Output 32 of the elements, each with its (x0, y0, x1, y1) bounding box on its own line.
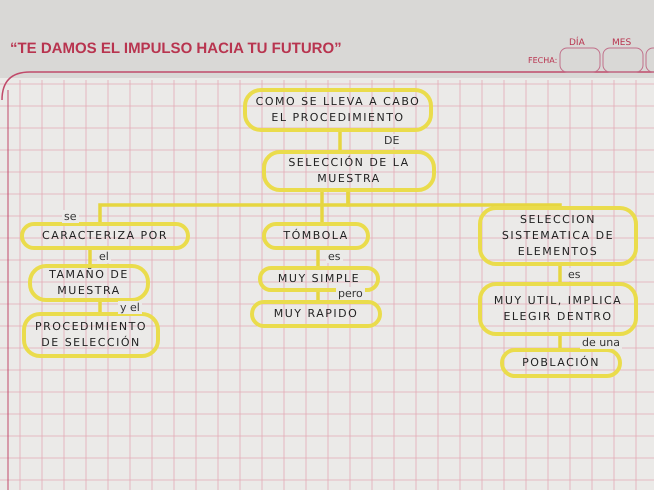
edge-label: pero (336, 287, 365, 300)
month-label: MES (612, 38, 632, 48)
concept-text: CARACTERIZA POR (42, 228, 168, 244)
connector-line (338, 132, 342, 150)
concept-text: POBLACIÓN (522, 355, 600, 371)
concept-text: SELECCIÓN DE LA MUESTRA (287, 155, 411, 187)
concept-text: TAMAÑO DE MUESTRA (48, 267, 130, 299)
concept-text: PROCEDIMIENTO DE SELECCIÓN (34, 319, 148, 351)
concept-text: MUY RAPIDO (274, 306, 358, 322)
edge-label: es (566, 268, 582, 282)
date-label: FECHA: (528, 56, 558, 65)
connector-line (98, 302, 102, 312)
connector-line (316, 250, 320, 266)
connector-line (316, 292, 320, 300)
edge-label: y el (118, 301, 142, 314)
concept-text: MUY UTIL, IMPLICA ELEGIR DENTRO (492, 293, 624, 325)
connector-line (558, 266, 562, 282)
edge-label: es (326, 250, 342, 264)
concept-text: COMO SE LLEVA A CABO EL PROCEDIMIENTO (254, 94, 422, 126)
connector-line (88, 250, 92, 264)
edge-label: de una (580, 336, 622, 350)
concept-text: SELECCION SISTEMATICA DE ELEMENTOS (500, 212, 616, 260)
edge-label: DE (382, 134, 402, 148)
slogan-heading: “TE DAMOS EL IMPULSO HACIA TU FUTURO” (10, 40, 342, 57)
concept-text: MUY SIMPLE (278, 271, 360, 287)
edge-label: el (97, 250, 111, 264)
connector-line (320, 192, 324, 222)
edge-label: se (62, 210, 78, 224)
connector-line (346, 192, 562, 208)
day-label: DÍA (569, 38, 585, 48)
connector-line (558, 336, 562, 348)
concept-text: TÓMBOLA (283, 228, 349, 244)
